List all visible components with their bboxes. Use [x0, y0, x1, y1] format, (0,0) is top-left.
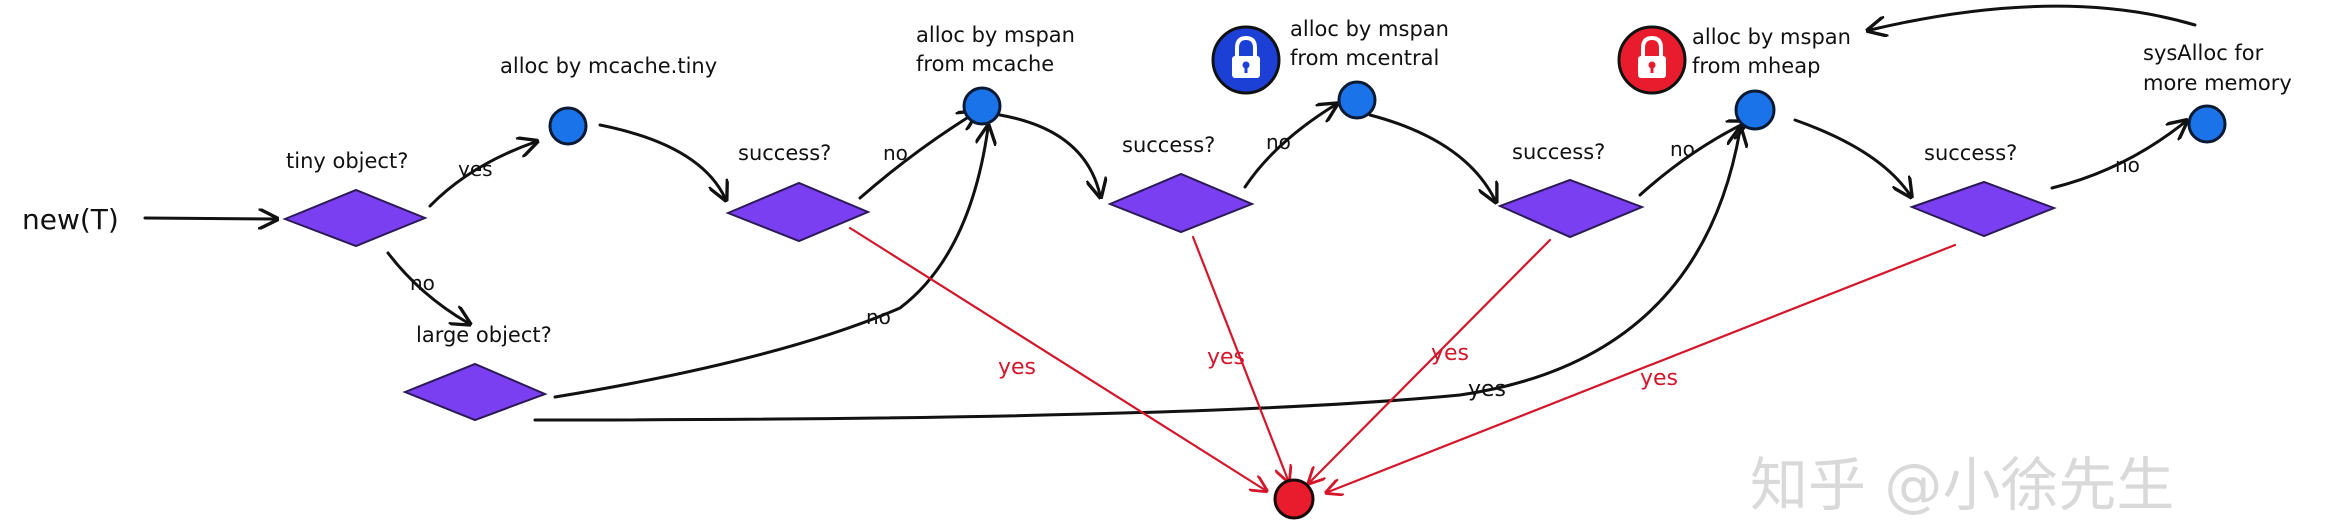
edge-s1-yes [848, 226, 1265, 490]
node-mspan-mcache [962, 86, 1002, 126]
success-label-3: success? [1512, 140, 1605, 164]
yes-edges [848, 226, 1957, 492]
edge-label-s1-yes: yes [998, 355, 1036, 380]
sysalloc-label-line1: sysAlloc for [2143, 41, 2264, 65]
edge-label-s3-no: no [1670, 137, 1695, 161]
lock-icon [1617, 25, 1687, 95]
mheap-label-line2: from mheap [1692, 54, 1820, 78]
edge-start-to-tiny [143, 218, 275, 219]
decision-nodes [282, 172, 2057, 422]
tiny-object-label: tiny object? [286, 149, 408, 173]
decision-tiny-object [282, 188, 428, 248]
node-sysalloc [2187, 104, 2227, 144]
mcache-label-line1: alloc by mspan [916, 23, 1075, 47]
edge-sysalloc-to-mheap [1870, 4, 2197, 30]
success-label-2: success? [1122, 133, 1215, 157]
flow-edges [143, 4, 2197, 422]
edge-s2-yes [1191, 235, 1288, 480]
edge-large-yes [533, 130, 1740, 422]
node-end [1273, 478, 1315, 520]
mcentral-label-line1: alloc by mspan [1290, 17, 1449, 41]
large-object-label: large object? [416, 323, 552, 347]
edge-label-s3-yes: yes [1431, 341, 1469, 366]
edge-label-large-no: no [866, 305, 891, 329]
edge-tiny-yes [428, 142, 535, 208]
node-mspan-mcentral [1337, 80, 1377, 120]
edge-label-s2-no: no [1266, 130, 1291, 154]
edge-label-s1-no: no [883, 141, 908, 165]
sysalloc-label-line2: more memory [2143, 71, 2292, 95]
edge-large-no [553, 128, 988, 399]
edge-label-large-yes: yes [1468, 377, 1506, 402]
edge-s1-no [858, 113, 975, 200]
node-mcache-tiny [548, 106, 588, 146]
lock-icon [1211, 25, 1281, 95]
edge-label-tiny-no: no [410, 271, 435, 295]
edge-s4-yes [1328, 243, 1957, 492]
edge-s3-yes [1310, 238, 1552, 482]
edge-label-s2-yes: yes [1207, 345, 1245, 370]
node-mspan-mheap [1734, 89, 1776, 131]
mcentral-label-line2: from mcentral [1290, 46, 1439, 70]
success-label-4: success? [1924, 141, 2017, 165]
decision-success-1 [725, 181, 871, 243]
mheap-label-line1: alloc by mspan [1692, 25, 1851, 49]
edge-s2-no [1243, 105, 1335, 189]
success-label-1: success? [738, 141, 831, 165]
edge-mheap-to-s4 [1793, 118, 1910, 195]
decision-success-4 [1909, 180, 2057, 238]
edge-tiny-no [386, 251, 468, 323]
decision-large-object [402, 362, 548, 422]
edge-mcache-to-s2 [998, 113, 1100, 195]
edge-label-tiny-yes: yes [458, 157, 493, 181]
edge-label-s4-no: no [2115, 153, 2140, 177]
edge-labels: yes no no no no no no yes yes yes yes ye… [410, 130, 2140, 402]
watermark: 知乎 @小徐先生 [1750, 451, 2174, 519]
edge-mcentral-to-s3 [1368, 113, 1495, 200]
edge-mcachetiny-to-s1 [598, 123, 725, 198]
node-labels: new(T) tiny object? large object? succes… [22, 17, 2292, 347]
decision-success-3 [1497, 178, 1645, 239]
decision-success-2 [1107, 172, 1255, 234]
mcache-tiny-label: alloc by mcache.tiny [500, 54, 717, 78]
edge-s4-no [2050, 122, 2185, 190]
action-nodes [548, 80, 2227, 520]
start-label: new(T) [22, 203, 119, 236]
mcache-label-line2: from mcache [916, 52, 1054, 76]
edge-label-s4-yes: yes [1640, 366, 1678, 391]
